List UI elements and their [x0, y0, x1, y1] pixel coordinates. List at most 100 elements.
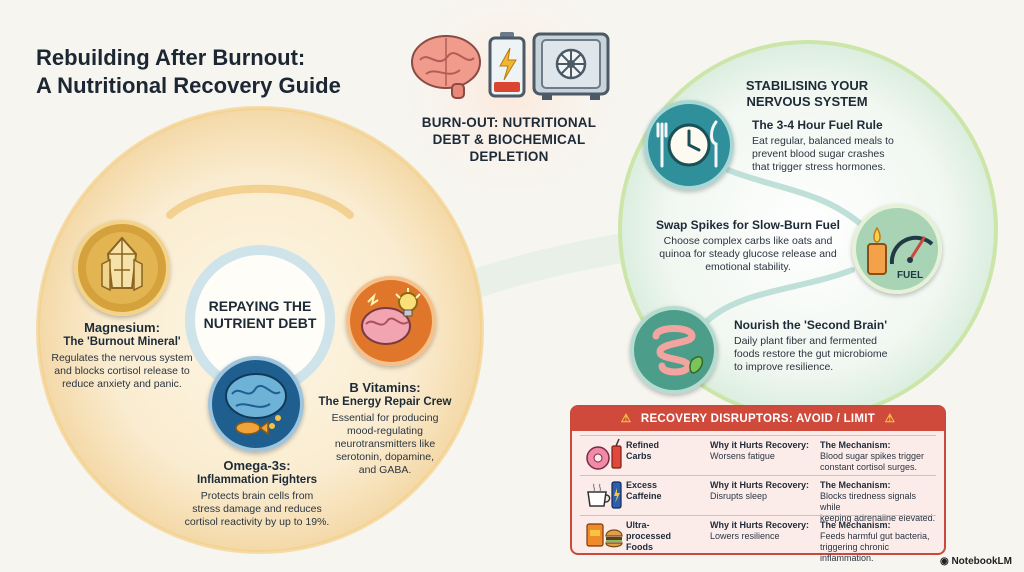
page-title-line2: A Nutritional Recovery Guide [36, 73, 341, 98]
brain-fish-icon [208, 356, 304, 452]
second-brain-desc-2: foods restore the gut microbiome [734, 348, 888, 360]
bvitamin-block: B Vitamins: The Energy Repair Crew Essen… [318, 380, 452, 477]
why-label: Why it Hurts Recovery: [710, 480, 810, 490]
page-title: Rebuilding After Burnout: A Nutritional … [36, 44, 341, 100]
omega-desc-1: Protects brain cells from [200, 490, 314, 502]
bvitamin-desc-1: Essential for producing [331, 412, 439, 424]
brand-watermark: ◉ NotebookLM [940, 556, 1012, 567]
omega-name: Omega-3s: [223, 458, 291, 473]
disruptors-panel: ⚠ RECOVERY DISRUPTORS: AVOID / LIMIT ⚠ R… [570, 405, 946, 563]
brain-lightbulb-icon [346, 276, 436, 366]
disruptor-why: Why it Hurts Recovery: Worsens fatigue [710, 440, 818, 462]
bvitamin-desc-4: serotonin, dopamine, [335, 451, 435, 463]
repaying-heading: REPAYING THE NUTRIENT DEBT [196, 298, 324, 332]
nervous-heading: STABILISING YOUR NERVOUS SYSTEM [722, 78, 892, 110]
table-row: Refined Carbs Why it Hurts Recovery: Wor… [580, 435, 936, 474]
table-row: Ultra-processed Foods Why it Hurts Recov… [580, 515, 936, 563]
mech-label: The Mechanism: [820, 440, 891, 450]
magnesium-sub: The 'Burnout Mineral' [63, 336, 181, 348]
warning-icon: ⚠ [884, 413, 896, 425]
burnout-heading-line3: DEPLETION [469, 149, 549, 164]
disruptor-name-line1: Ultra-processed [626, 520, 672, 541]
disruptor-mechanism: The Mechanism: Feeds harmful gut bacteri… [820, 520, 938, 564]
low-battery-icon [486, 30, 528, 100]
brand-name: NotebookLM [951, 556, 1012, 567]
disruptor-why: Why it Hurts Recovery: Lowers resilience [710, 520, 818, 542]
disruptor-why: Why it Hurts Recovery: Disrupts sleep [710, 480, 818, 502]
mech-text-1: Blood sugar spikes trigger [820, 451, 925, 461]
bvitamin-name: B Vitamins: [349, 380, 421, 395]
second-brain-block: Nourish the 'Second Brain' Daily plant f… [734, 318, 914, 374]
disruptor-name-line1: Refined [626, 440, 660, 450]
why-text: Worsens fatigue [710, 451, 775, 461]
crystal-icon [74, 220, 170, 316]
mech-text-2: triggering chronic inflammation. [820, 542, 890, 563]
omega-desc-3: cortisol reactivity by up to 19%. [184, 516, 330, 528]
arc-top [166, 184, 354, 219]
disruptor-name: Refined Carbs [626, 440, 692, 462]
mech-text-2: constant cortisol surges. [820, 462, 918, 472]
burnout-heading: BURN-OUT: NUTRITIONAL DEBT & BIOCHEMICAL… [410, 114, 608, 165]
why-label: Why it Hurts Recovery: [710, 440, 810, 450]
magnesium-desc-1: Regulates the nervous system [51, 352, 193, 364]
why-text: Disrupts sleep [710, 491, 768, 501]
mech-label: The Mechanism: [820, 520, 891, 530]
omega-desc-2: stress damage and reduces [192, 503, 322, 515]
disruptor-name-line1: Excess [626, 480, 658, 490]
why-text: Lowers resilience [710, 531, 780, 541]
fuel-rule-desc-3: that trigger stress hormones. [752, 161, 886, 173]
candle-gauge-icon: FUEL [852, 204, 942, 294]
slow-burn-title: Swap Spikes for Slow-Burn Fuel [655, 218, 841, 232]
disruptor-mechanism: The Mechanism: Blocks tiredness signals … [820, 480, 938, 524]
bvitamin-desc-3: neurotransmitters like [334, 438, 436, 450]
fuel-rule-title: The 3-4 Hour Fuel Rule [752, 118, 883, 132]
notebook-logo-icon: ◉ [939, 556, 949, 567]
gut-icon [630, 306, 718, 394]
magnesium-desc-2: and blocks cortisol release to [54, 365, 190, 377]
slow-burn-desc-3: emotional stability. [705, 261, 791, 273]
slow-burn-block: Swap Spikes for Slow-Burn Fuel Choose co… [650, 218, 846, 274]
burnout-heading-line2: DEBT & BIOCHEMICAL [432, 132, 586, 147]
disruptors-header-text: RECOVERY DISRUPTORS: AVOID / LIMIT [640, 413, 876, 425]
slow-burn-desc-1: Choose complex carbs like oats and [663, 235, 833, 247]
disruptor-name-line2: Foods [626, 542, 653, 552]
disruptor-name-line2: Carbs [626, 451, 652, 461]
nervous-heading-line2: NERVOUS SYSTEM [746, 94, 868, 109]
slow-burn-desc-2: quinoa for steady glucose release and [659, 248, 837, 260]
mech-label: The Mechanism: [820, 480, 891, 490]
repaying-heading-line1: REPAYING THE [208, 298, 312, 314]
burnout-heading-line1: BURN-OUT: NUTRITIONAL [421, 115, 597, 130]
bvitamin-desc-5: and GABA. [358, 464, 412, 476]
disruptors-header: ⚠ RECOVERY DISRUPTORS: AVOID / LIMIT ⚠ [572, 407, 944, 431]
magnesium-desc-3: reduce anxiety and panic. [62, 378, 182, 390]
warning-icon: ⚠ [620, 413, 632, 425]
flow-line-1 [725, 167, 865, 228]
second-brain-desc-3: to improve resilience. [734, 361, 834, 373]
fuel-rule-desc-1: Eat regular, balanced meals to [752, 135, 894, 147]
mech-text-2: keeping adrenaline elevated. [820, 513, 936, 523]
why-label: Why it Hurts Recovery: [710, 520, 810, 530]
vault-icon [530, 30, 612, 102]
mech-text-1: Blocks tiredness signals while [820, 491, 917, 512]
bvitamin-desc-2: mood-regulating [347, 425, 423, 437]
brain-icon [408, 30, 484, 100]
fuel-gauge-label: FUEL [897, 270, 923, 281]
disruptor-name: Ultra-processed Foods [626, 520, 692, 553]
second-brain-desc-1: Daily plant fiber and fermented [734, 335, 877, 347]
omega-block: Omega-3s: Inflammation Fighters Protects… [166, 458, 348, 529]
second-brain-title: Nourish the 'Second Brain' [734, 318, 888, 332]
repaying-circle-edge [36, 106, 484, 554]
mech-text-1: Feeds harmful gut bacteria, [820, 531, 930, 541]
snack-burger-icon [584, 518, 624, 552]
nervous-heading-line1: STABILISING YOUR [745, 78, 869, 93]
flow-line-2 [703, 267, 855, 325]
donut-soda-icon [584, 438, 624, 472]
repaying-heading-line2: NUTRIENT DEBT [203, 315, 317, 331]
table-row: Excess Caffeine Why it Hurts Recovery: D… [580, 475, 936, 523]
clock-plate-icon [644, 100, 734, 190]
magnesium-block: Magnesium: The 'Burnout Mineral' Regulat… [30, 320, 214, 391]
magnesium-name: Magnesium: [84, 320, 160, 335]
page-title-line1: Rebuilding After Burnout: [36, 45, 306, 70]
omega-sub: Inflammation Fighters [196, 474, 318, 486]
disruptor-name-line2: Caffeine [626, 491, 662, 501]
